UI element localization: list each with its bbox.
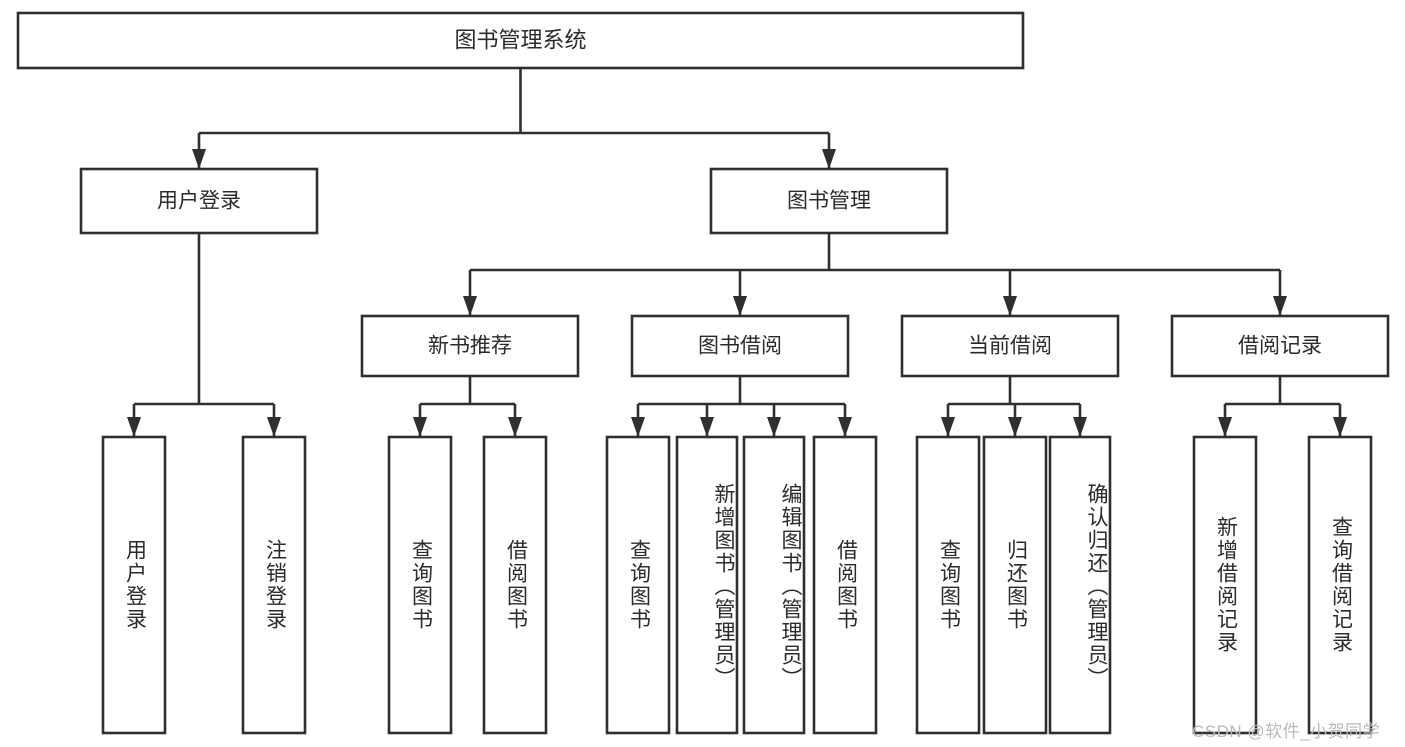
node-box-new-book-recommend[interactable] xyxy=(360,314,580,378)
csdn-watermark: CSDN @软件_小贺同学 xyxy=(1192,722,1381,741)
node-box-leaf-query-record[interactable] xyxy=(1307,435,1373,735)
node-box-leaf-return-book[interactable] xyxy=(982,435,1048,735)
arrow-head-icon xyxy=(1073,417,1087,437)
node-box-layer xyxy=(16,11,1390,735)
arrow-head-icon xyxy=(508,417,522,437)
arrow-head-icon xyxy=(267,417,281,437)
node-box-borrow-record[interactable] xyxy=(1170,314,1390,378)
node-box-root[interactable] xyxy=(16,11,1025,70)
arrow-head-icon xyxy=(767,417,781,437)
arrow-head-icon xyxy=(1008,417,1022,437)
node-box-leaf-query-book-3[interactable] xyxy=(915,435,981,735)
arrow-head-icon xyxy=(822,149,836,169)
node-box-book-borrow[interactable] xyxy=(630,314,850,378)
arrow-head-icon xyxy=(941,417,955,437)
node-label-book-borrow: 图书借阅 xyxy=(698,335,782,358)
arrow-head-icon xyxy=(1003,296,1017,316)
node-label-new-book-recommend: 新书推荐 xyxy=(428,335,512,358)
node-box-leaf-confirm-return[interactable] xyxy=(1048,435,1112,735)
node-box-leaf-user-login[interactable] xyxy=(101,435,167,735)
arrow-head-icon xyxy=(192,149,206,169)
node-label-book-manage: 图书管理 xyxy=(787,190,871,213)
node-box-leaf-logout[interactable] xyxy=(241,435,307,735)
arrow-head-icon xyxy=(700,417,714,437)
node-box-book-manage[interactable] xyxy=(709,167,949,235)
arrow-head-icon xyxy=(1218,417,1232,437)
arrow-head-icon xyxy=(1273,296,1287,316)
arrow-head-icon xyxy=(838,417,852,437)
arrow-head-icon xyxy=(413,417,427,437)
node-label-borrow-record: 借阅记录 xyxy=(1238,335,1322,358)
connector-layer xyxy=(127,68,1347,437)
node-box-leaf-add-record[interactable] xyxy=(1192,435,1258,735)
node-box-leaf-query-book-2[interactable] xyxy=(605,435,671,735)
node-box-leaf-borrow-book-1[interactable] xyxy=(482,435,548,735)
arrow-head-icon xyxy=(127,417,141,437)
arrow-head-icon xyxy=(463,296,477,316)
node-label-root: 图书管理系统 xyxy=(454,27,586,52)
node-box-leaf-query-book-1[interactable] xyxy=(387,435,453,735)
node-box-user-login[interactable] xyxy=(79,167,319,235)
node-box-leaf-add-book[interactable] xyxy=(675,435,739,735)
arrow-head-icon xyxy=(733,296,747,316)
node-label-user-login: 用户登录 xyxy=(157,190,241,213)
node-box-leaf-edit-book[interactable] xyxy=(742,435,806,735)
arrow-head-icon xyxy=(631,417,645,437)
node-box-current-borrow[interactable] xyxy=(900,314,1120,378)
arrow-head-icon xyxy=(1333,417,1347,437)
node-box-leaf-borrow-book-2[interactable] xyxy=(812,435,878,735)
node-label-current-borrow: 当前借阅 xyxy=(968,335,1052,358)
